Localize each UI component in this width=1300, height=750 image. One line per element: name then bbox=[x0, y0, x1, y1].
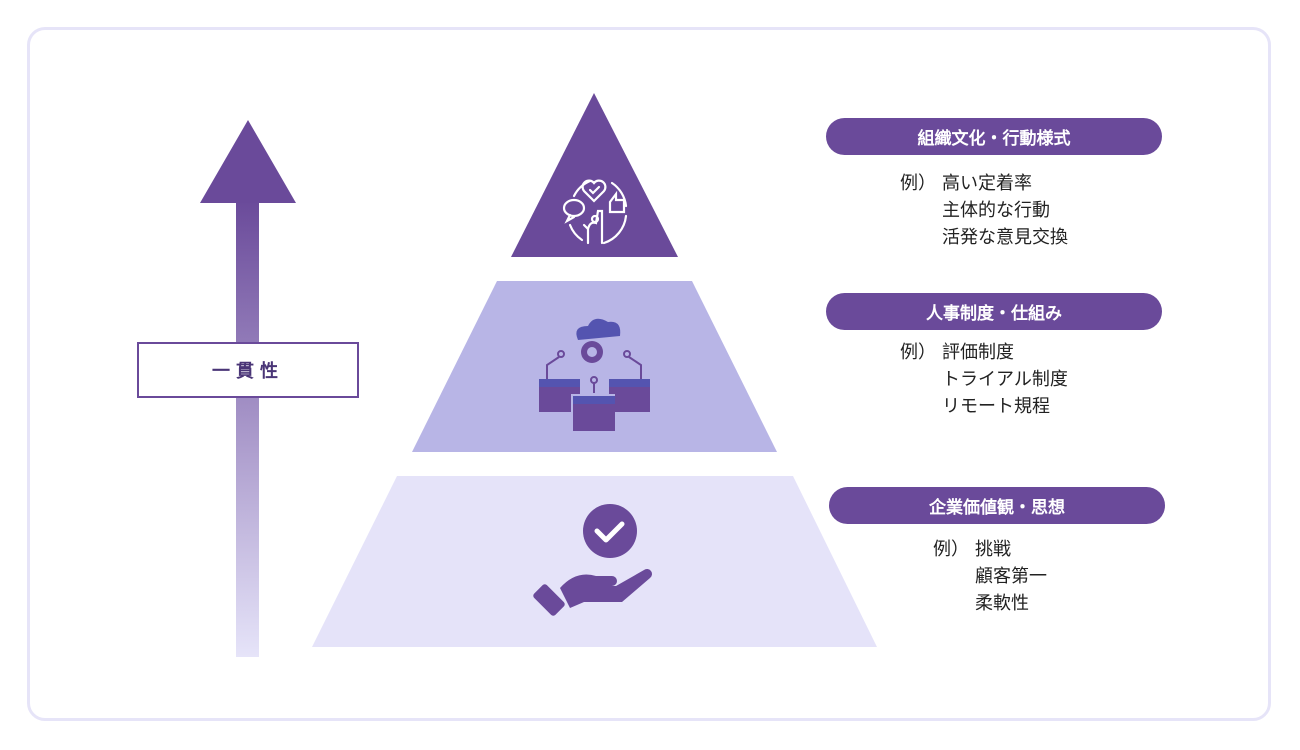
example-item: 柔軟性 bbox=[975, 593, 1029, 614]
example-item: 高い定着率 bbox=[942, 173, 1032, 194]
example-item: 主体的な行動 bbox=[942, 200, 1050, 221]
example-prefix: 例） bbox=[900, 173, 936, 194]
example-item: リモート規程 bbox=[942, 396, 1050, 417]
examples-values: 例） 挑戦 顧客第一 柔軟性 bbox=[933, 536, 1047, 617]
level-title-culture: 組織文化・行動様式 bbox=[826, 118, 1162, 155]
pyramid-middle-tier bbox=[412, 281, 777, 452]
examples-culture: 例） 高い定着率 主体的な行動 活発な意見交換 bbox=[900, 170, 1068, 251]
example-prefix: 例） bbox=[900, 342, 936, 363]
example-prefix: 例） bbox=[933, 539, 969, 560]
example-item: 顧客第一 bbox=[975, 566, 1047, 587]
hand-check-icon bbox=[533, 504, 652, 616]
level-title-values: 企業価値観・思想 bbox=[829, 487, 1165, 524]
consistency-label: 一貫性 bbox=[137, 342, 359, 398]
example-item: 挑戦 bbox=[975, 539, 1011, 560]
pyramid-top-tier bbox=[511, 93, 678, 257]
consistency-arrow bbox=[200, 120, 296, 657]
example-item: トライアル制度 bbox=[942, 369, 1068, 390]
example-item: 評価制度 bbox=[942, 342, 1014, 363]
example-item: 活発な意見交換 bbox=[942, 227, 1068, 248]
diagram-card bbox=[27, 27, 1271, 721]
system-network-icon bbox=[539, 318, 650, 431]
examples-hr-system: 例） 評価制度 トライアル制度 リモート規程 bbox=[900, 339, 1068, 420]
pyramid-bottom-tier bbox=[312, 476, 877, 647]
team-engagement-icon bbox=[562, 179, 628, 245]
level-title-hr-system: 人事制度・仕組み bbox=[826, 293, 1162, 330]
